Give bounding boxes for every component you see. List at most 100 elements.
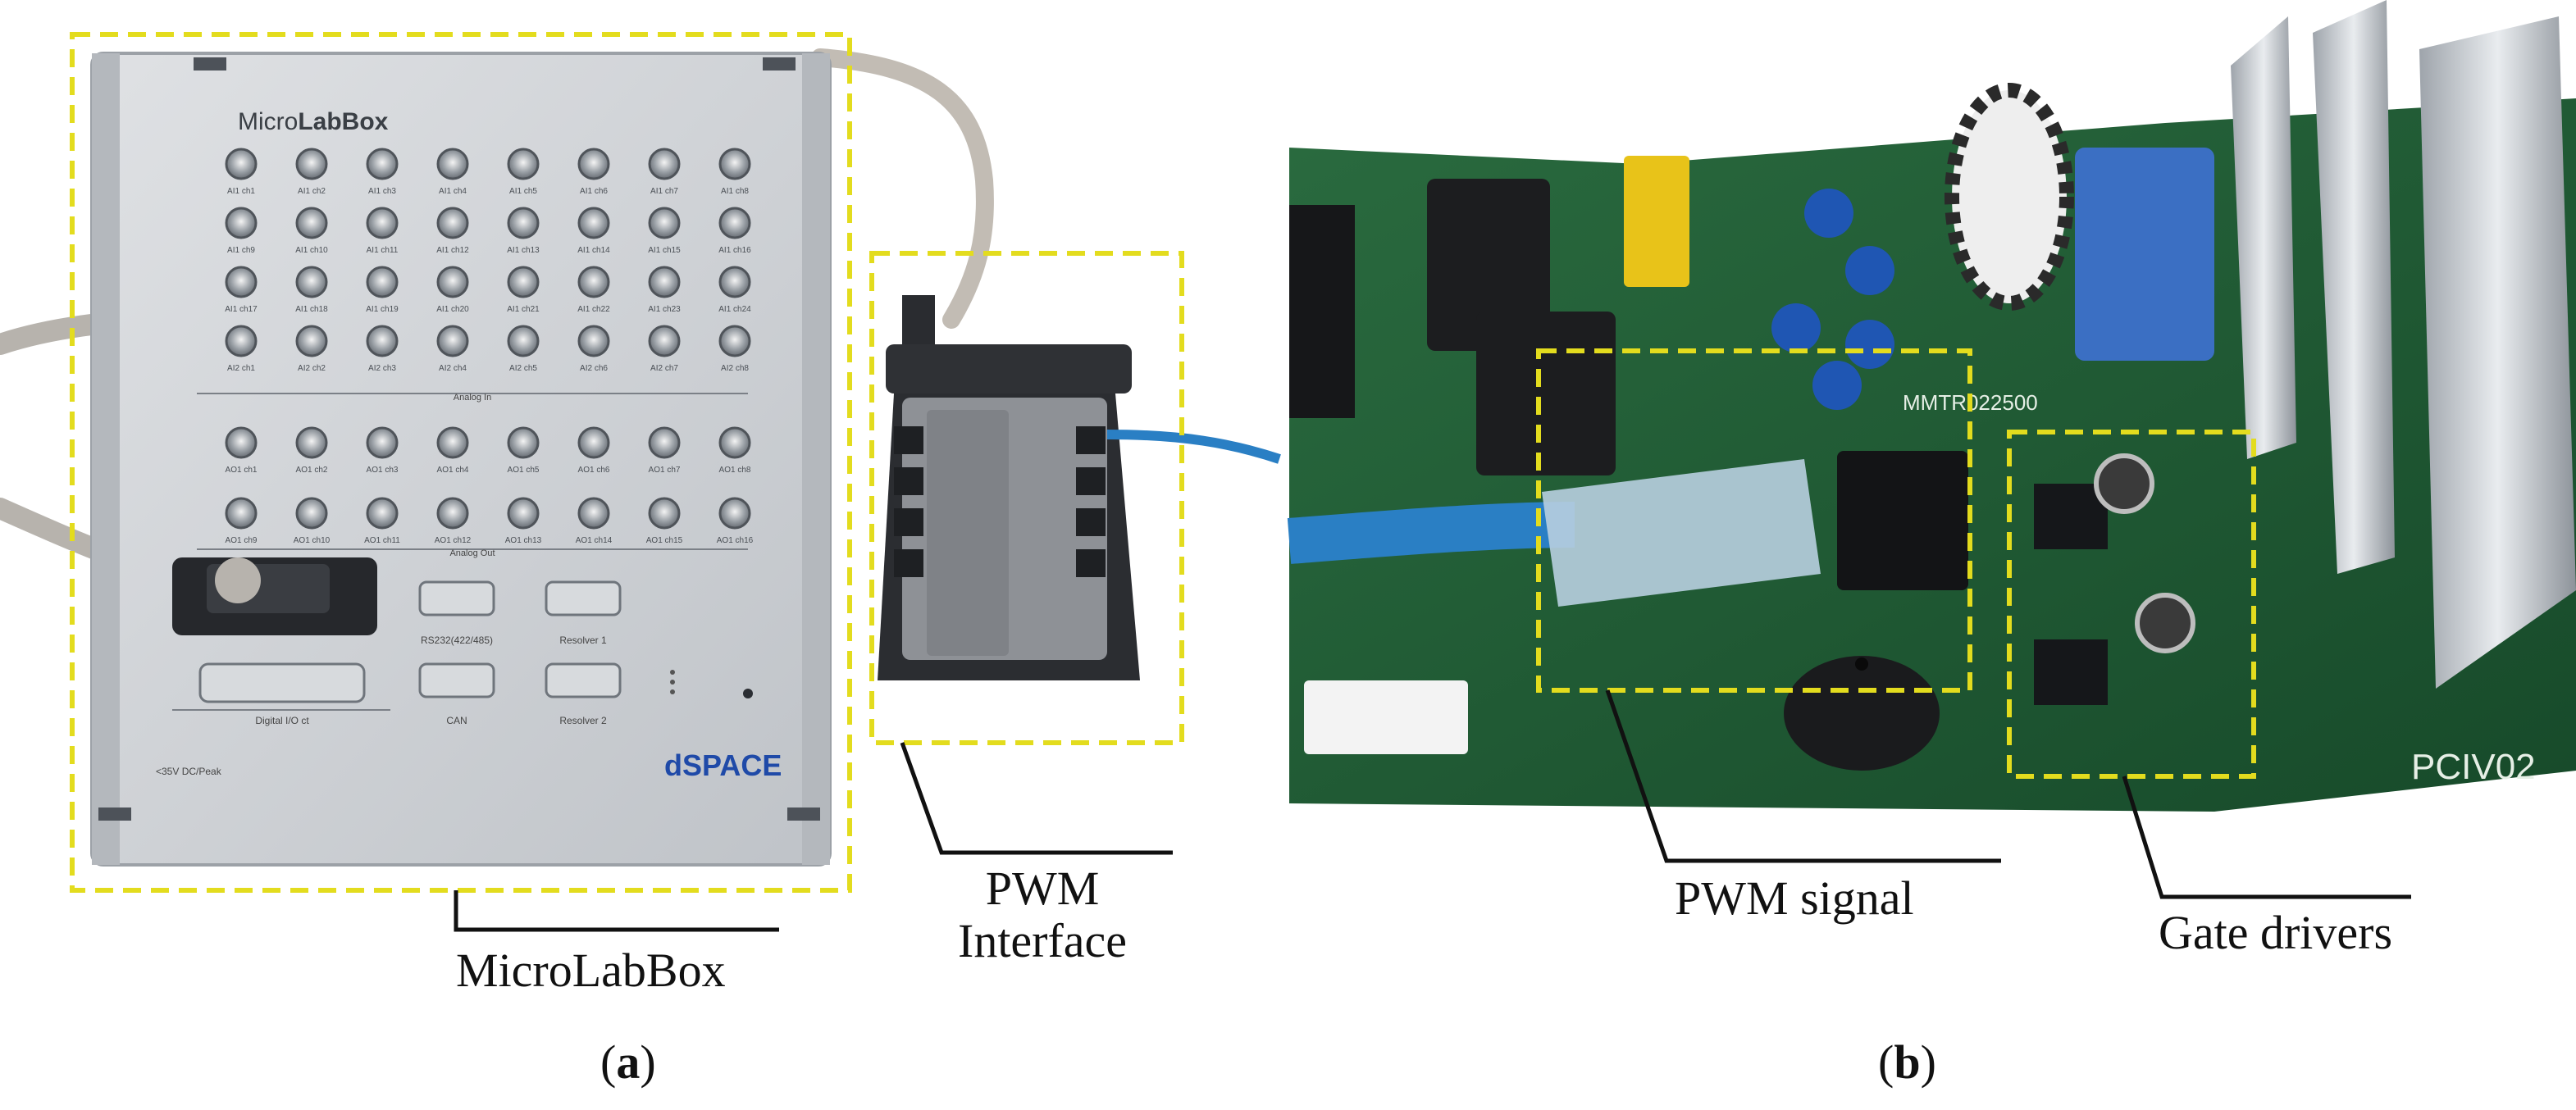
bnc-connector (295, 266, 328, 298)
status-led (670, 670, 675, 675)
blue-disc-capacitor (1804, 189, 1853, 238)
bnc-channel-label: AI2 ch2 (298, 364, 326, 373)
power-indicator (743, 689, 753, 698)
bnc-connector (436, 426, 469, 459)
bnc-channel-label: AO1 ch8 (719, 466, 751, 475)
plugged-dsub-connector (172, 557, 377, 635)
white-header-connector (1304, 680, 1468, 754)
toroid-inductor (1945, 83, 2074, 311)
bnc-channel-label: AO1 ch6 (578, 466, 610, 475)
dspace-logo: dSPACE (664, 748, 782, 782)
analog-out-section-label: Analog Out (449, 548, 495, 558)
status-led (670, 680, 675, 685)
electrolytic-capacitor (2135, 593, 2195, 653)
bnc-channel-label: AO1 ch14 (576, 536, 613, 545)
bnc-connector (648, 266, 681, 298)
callout-leader-pwm-interface (900, 742, 1173, 855)
bnc-channel-label: AI1 ch10 (295, 246, 328, 255)
blue-network-cable (1106, 430, 1281, 464)
bnc-channel-label: AO1 ch11 (364, 536, 400, 545)
bnc-connector (577, 325, 610, 357)
callout-label-pwm-signal: PWM signal (1675, 871, 1914, 925)
heatsink-fin (2419, 16, 2576, 689)
bnc-connector (577, 207, 610, 239)
blue-ethernet-cable (1287, 502, 1575, 564)
bnc-channel-label: AI1 ch16 (718, 246, 751, 255)
bnc-connector (436, 325, 469, 357)
bnc-connector (295, 207, 328, 239)
bnc-channel-label: AO1 ch16 (717, 536, 754, 545)
bnc-connector (718, 497, 751, 530)
bnc-channel-label: AI2 ch6 (580, 364, 608, 373)
bnc-connector (436, 497, 469, 530)
bnc-channel-label: AI1 ch21 (507, 305, 540, 314)
bnc-connector (295, 325, 328, 357)
bnc-channel-label: AI1 ch1 (227, 187, 255, 196)
bnc-channel-label: AI1 ch22 (577, 305, 610, 314)
callout-leader-microlabbox (454, 890, 779, 932)
bnc-channel-label: AO1 ch3 (367, 466, 399, 475)
blue-disc-capacitor (1771, 303, 1821, 353)
status-led (670, 689, 675, 694)
bnc-connector (436, 148, 469, 180)
bnc-connector (436, 266, 469, 298)
bnc-connector (507, 207, 540, 239)
bnc-connector (648, 325, 681, 357)
bnc-channel-label: AO1 ch10 (294, 536, 331, 545)
panel-a-label: (a) (600, 1035, 656, 1089)
highlight-box-gate-drivers (2007, 430, 2256, 779)
bnc-connector (225, 148, 258, 180)
bnc-connector (436, 207, 469, 239)
bnc-channel-label: AI2 ch5 (509, 364, 537, 373)
svg-text:RS232(422/485): RS232(422/485) (421, 635, 493, 646)
bnc-channel-label: AI1 ch11 (367, 246, 399, 255)
bnc-channel-label: AI1 ch18 (295, 305, 328, 314)
callout-leader-pwm-signal (1605, 689, 2001, 863)
corner-strap (763, 57, 796, 71)
highlight-box-microlabbox (70, 32, 852, 893)
bnc-connector (577, 426, 610, 459)
relay (1476, 312, 1616, 475)
dsub-port-resolver2: Resolver 2 (545, 662, 622, 726)
bnc-connector (366, 325, 399, 357)
bnc-connector (366, 266, 399, 298)
relay-edge (1289, 205, 1355, 418)
bnc-channel-label: AO1 ch12 (435, 536, 472, 545)
bnc-channel-label: AI1 ch20 (436, 305, 469, 314)
bnc-channel-label: AI1 ch15 (648, 246, 681, 255)
gate-driver-ic (2034, 639, 2108, 705)
bnc-channel-label: AO1 ch15 (646, 536, 683, 545)
corner-strap (787, 807, 820, 821)
svg-text:Digital I/O ct: Digital I/O ct (255, 715, 309, 726)
buzzer (1784, 656, 1940, 771)
bnc-connector (225, 426, 258, 459)
bnc-channel-label: AO1 ch5 (508, 466, 540, 475)
blue-disc-capacitor (1845, 246, 1894, 295)
bnc-channel-label: AI1 ch5 (509, 187, 537, 196)
bnc-channel-label: AI1 ch12 (436, 246, 469, 255)
bnc-channel-label: AI1 ch14 (577, 246, 610, 255)
highlight-box-pwm-interface (869, 251, 1184, 745)
bnc-channel-label: AI2 ch1 (227, 364, 255, 373)
bnc-channel-label: AI2 ch3 (368, 364, 396, 373)
panel-b-label: (b) (1878, 1035, 1936, 1089)
bnc-connector (225, 207, 258, 239)
yellow-capacitor (1624, 156, 1689, 287)
bnc-connector (225, 497, 258, 530)
bnc-channel-label: AO1 ch4 (437, 466, 469, 475)
bnc-connector (507, 148, 540, 180)
bnc-channel-label: AO1 ch7 (649, 466, 681, 475)
bnc-connector (366, 497, 399, 530)
callout-leader-gate-drivers (2122, 776, 2411, 899)
dsub-port-resolver1: Resolver 1 (545, 580, 622, 646)
dsub-port-can: CAN (418, 662, 495, 726)
bnc-channel-label: AI1 ch24 (718, 305, 751, 314)
bnc-channel-label: AI1 ch13 (507, 246, 540, 255)
bnc-connector (718, 207, 751, 239)
blue-film-capacitor (2075, 148, 2214, 361)
bnc-channel-label: AO1 ch13 (505, 536, 542, 545)
bnc-channel-label: AI2 ch4 (439, 364, 467, 373)
bnc-connector (648, 426, 681, 459)
